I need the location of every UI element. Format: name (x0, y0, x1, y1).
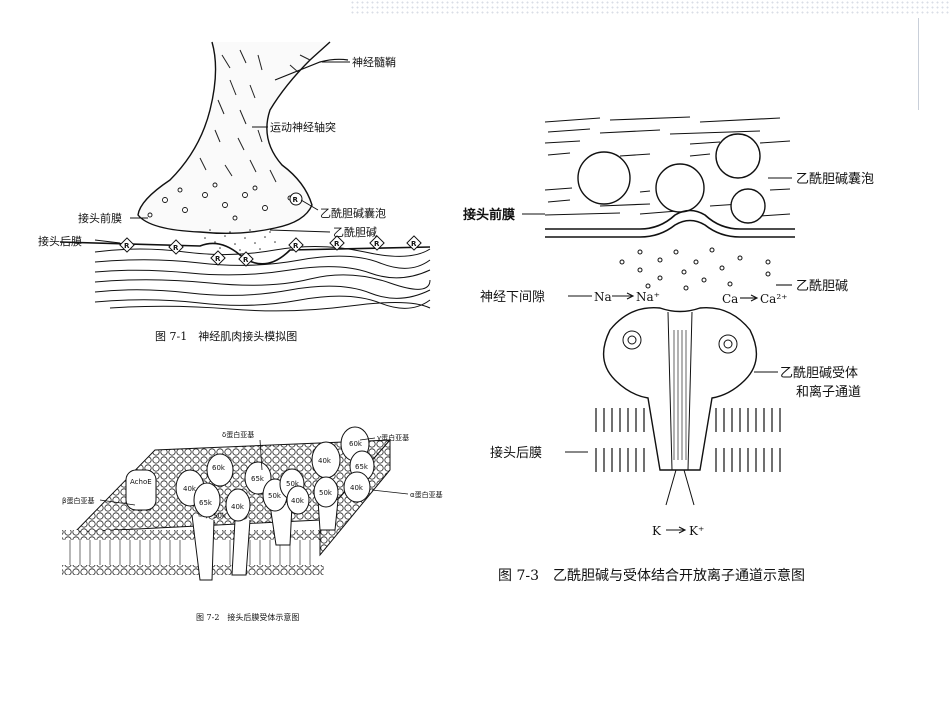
weight-label: 50k (268, 492, 282, 500)
membrane-front-bilayer (62, 530, 324, 575)
weight-label: 40k (231, 503, 245, 511)
label-alpha-subunit: α蛋白亚基 (410, 490, 443, 499)
axon-texture (199, 49, 311, 183)
weight-label: 40k (350, 484, 364, 492)
presynaptic-stripes (544, 116, 791, 217)
receptor-label: R (334, 240, 340, 248)
receptor-subunits (175, 426, 375, 581)
label-k-plus: K⁺ (689, 524, 704, 538)
label-presynaptic-membrane: 接头前膜 (463, 207, 515, 223)
fig3-leader-lines (522, 177, 792, 534)
subunit-weight-labels: 40k 65k 60k 50k 40k 65k 50k 50k 40k 40k … (183, 440, 369, 520)
fig3-ach-dots (619, 247, 771, 291)
receptor-label: R (215, 255, 221, 263)
caption-fig-7-3: 图 7-3 乙酰胆碱与受体结合开放离子通道示意图 (498, 567, 805, 584)
vesicle-r-label: R (293, 196, 299, 204)
label-ach: 乙酰胆碱 (333, 225, 377, 239)
figure-7-2: AchoE 40k 65k 60k 50k 40k (62, 426, 443, 622)
pore-hatching (673, 330, 687, 460)
weight-label: 40k (183, 485, 197, 493)
label-na-plus: Na⁺ (636, 290, 660, 304)
weight-label: 50k (319, 489, 333, 497)
weight-label: 60k (212, 464, 226, 472)
weight-label: 60k (349, 440, 363, 448)
receptor-label: R (374, 240, 380, 248)
receptor-label: R (124, 242, 130, 250)
receptor-label: R (411, 240, 417, 248)
label-motor-axon: 运动神经轴突 (270, 120, 336, 134)
weight-label: 65k (251, 475, 265, 483)
presynaptic-membrane-bottom (545, 219, 795, 238)
binding-sites (622, 330, 738, 354)
fig2-leader-lines (99, 437, 409, 506)
label-na: Na (594, 290, 612, 304)
label-beta-subunit: β蛋白亚基 (62, 496, 94, 505)
fig1-leader-lines (94, 61, 350, 244)
ache-cylinder (125, 469, 157, 511)
presynaptic-membrane-top (545, 209, 795, 230)
label-receptor-line1: 乙酰胆碱受体 (780, 366, 858, 381)
caption-fig-7-1: 图 7-1 神经肌肉接头模拟图 (155, 329, 297, 343)
figure-7-1: R R R R R R R R R 神经髓鞘 运动神经轴突 乙酰胆碱囊泡 乙酰胆… (38, 41, 431, 343)
caption-fig-7-2: 图 7-2 接头后膜受体示意图 (196, 612, 299, 622)
postsynaptic-membrane-line (59, 241, 431, 265)
weight-label: 40k (318, 457, 332, 465)
label-ach-vesicle: 乙酰胆碱囊泡 (796, 171, 874, 187)
receptor-label: R (293, 242, 299, 250)
label-delta-subunit: δ蛋白亚基 (222, 430, 254, 439)
weight-label: 50k (213, 512, 227, 520)
label-ca-plus: Ca²⁺ (760, 292, 787, 306)
label-ach: 乙酰胆碱 (796, 279, 848, 294)
fig1-receptors: R R R R R R R R R (119, 192, 422, 267)
receptor-channel-body (602, 306, 758, 471)
label-gamma-subunit: γ蛋白亚基 (377, 433, 409, 442)
label-myelin-sheath: 神经髓鞘 (352, 55, 396, 69)
receptor-label: R (243, 256, 249, 264)
label-synaptic-cleft: 神经下间隙 (480, 290, 545, 305)
fig3-vesicles (577, 133, 766, 224)
weight-label: 65k (355, 463, 369, 471)
weight-label: 50k (286, 480, 300, 488)
figure-7-3: 乙酰胆碱囊泡 接头前膜 乙酰胆碱 神经下间隙 Na Na⁺ Ca Ca²⁺ 乙酰… (463, 116, 874, 584)
channel-pore (667, 311, 693, 471)
postsynaptic-stripes (595, 408, 781, 472)
label-receptor-line2: 和离子通道 (796, 384, 861, 400)
label-postsynaptic-membrane: 接头后膜 (490, 445, 542, 461)
receptor-label: R (173, 244, 179, 252)
label-k: K (652, 524, 662, 538)
muscle-fiber-lines (94, 245, 431, 312)
label-ache: AchoE (130, 478, 152, 486)
weight-label: 65k (199, 499, 213, 507)
weight-label: 40k (291, 497, 305, 505)
myelin-sheath-edge (274, 58, 349, 81)
label-postsynaptic-membrane: 接头后膜 (38, 235, 82, 248)
pore-exit (665, 469, 695, 506)
label-ach-vesicle: 乙酰胆碱囊泡 (320, 206, 386, 220)
decorative-dot-strip (350, 0, 950, 16)
decorative-divider (918, 18, 919, 110)
label-ca: Ca (722, 292, 738, 306)
fig1-vesicles (147, 182, 293, 221)
fig1-ach-stipple (204, 229, 276, 251)
label-presynaptic-membrane: 接头前膜 (78, 211, 122, 225)
axon-terminal-shape (137, 41, 331, 235)
